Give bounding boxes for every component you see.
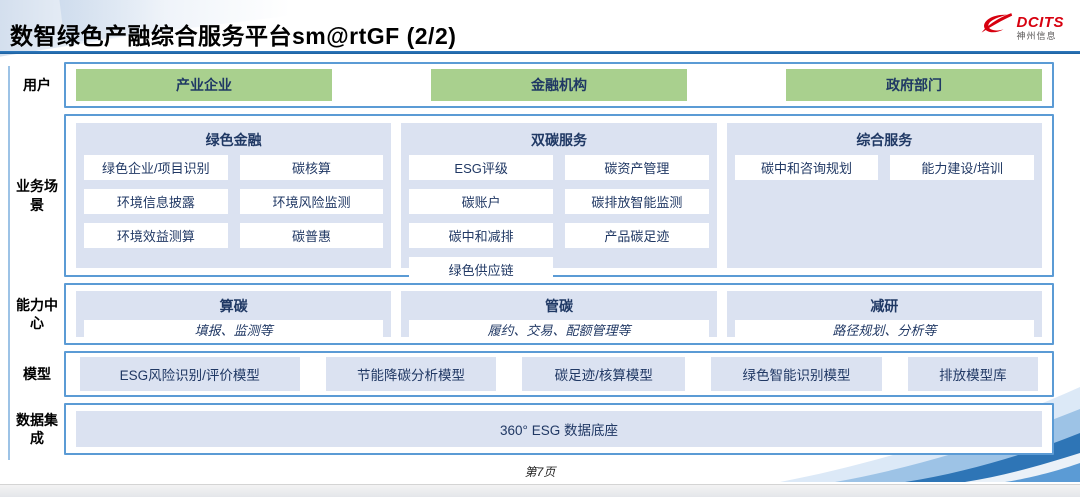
scenarios-row: 业务场景 绿色金融绿色企业/项目识别碳核算环境信息披露环境风险监测环境效益测算碳… [10, 114, 1054, 282]
model-box: 节能降碳分析模型 [325, 357, 497, 391]
scenario-item-grid: 碳中和咨询规划能力建设/培训 [734, 155, 1034, 180]
scenario-item: 碳排放智能监测 [564, 189, 709, 214]
model-box: 排放模型库 [907, 357, 1038, 391]
scenario-item: 碳中和咨询规划 [734, 155, 879, 180]
left-guide-line [8, 66, 10, 460]
scenario-item: 绿色供应链 [409, 257, 553, 282]
scenario-item: 产品碳足迹 [564, 223, 709, 248]
scenarios-row-label: 业务场景 [16, 178, 58, 213]
data-foundation-box: 360° ESG 数据底座 [76, 411, 1042, 447]
model-box: 绿色智能识别模型 [711, 357, 882, 391]
scenario-panel-title: 绿色金融 [205, 132, 262, 148]
users-row: 用户 产业企业 金融机构 政府部门 [10, 62, 1054, 108]
capability-title: 减研 [870, 298, 899, 314]
data-row-label: 数据集成 [16, 411, 58, 446]
model-box: 碳足迹/核算模型 [522, 357, 686, 391]
bottom-right-swoosh-decoration [780, 387, 1080, 487]
users-row-label: 用户 [23, 76, 51, 93]
dcits-swoosh-icon [979, 12, 1013, 43]
user-box: 政府部门 [786, 69, 1042, 101]
capability-description: 路径规划、分析等 [734, 320, 1034, 339]
capabilities-row-label: 能力中心 [16, 296, 58, 331]
title-divider [0, 51, 1080, 54]
capability-title: 管碳 [544, 298, 573, 314]
scenario-panel: 综合服务碳中和咨询规划能力建设/培训 [726, 123, 1042, 268]
scenario-panel-title: 综合服务 [856, 132, 913, 148]
models-row-items: ESG风险识别/评价模型节能降碳分析模型碳足迹/核算模型绿色智能识别模型排放模型… [64, 351, 1054, 397]
scenario-item: 碳中和减排 [409, 223, 553, 248]
capabilities-row-panels: 算碳填报、监测等管碳履约、交易、配额管理等减研路径规划、分析等 [64, 283, 1054, 345]
data-row: 数据集成 360° ESG 数据底座 [10, 403, 1054, 455]
user-box: 产业企业 [76, 69, 332, 101]
scenario-item: 环境效益测算 [84, 223, 228, 248]
models-row: 模型 ESG风险识别/评价模型节能降碳分析模型碳足迹/核算模型绿色智能识别模型排… [10, 351, 1054, 397]
scenario-item: ESG评级 [409, 155, 553, 180]
dcits-logo: DCITS 神州信息 [979, 12, 1065, 43]
logo-subtitle-text: 神州信息 [1016, 30, 1057, 41]
scenario-panel: 双碳服务 ESG评级碳资产管理碳账户碳排放智能监测碳中和减排产品碳足迹绿色供应链 [401, 123, 717, 282]
scenario-panel: 绿色金融绿色企业/项目识别碳核算环境信息披露环境风险监测环境效益测算碳普惠 [76, 123, 392, 268]
scenario-item: 碳核算 [239, 155, 384, 180]
users-row-items: 产业企业 金融机构 政府部门 [64, 62, 1054, 108]
data-row-body: 360° ESG 数据底座 [64, 403, 1054, 455]
capabilities-row: 能力中心 算碳填报、监测等管碳履约、交易、配额管理等减研路径规划、分析等 [10, 283, 1054, 345]
scenario-item: 碳资产管理 [564, 155, 709, 180]
capability-description: 填报、监测等 [84, 320, 384, 339]
logo-brand-text: DCITS [1016, 13, 1064, 31]
model-box: ESG风险识别/评价模型 [80, 357, 300, 391]
scenario-item: 环境风险监测 [239, 189, 384, 214]
scenario-item: 碳账户 [409, 189, 553, 214]
scenario-panel-title: 双碳服务 [530, 132, 587, 148]
capability-panel: 算碳填报、监测等 [76, 291, 392, 339]
models-row-label: 模型 [23, 365, 51, 382]
capability-description: 履约、交易、配额管理等 [409, 320, 709, 339]
user-box: 金融机构 [431, 69, 687, 101]
scenario-item: 碳普惠 [239, 223, 384, 248]
capability-panel: 管碳履约、交易、配额管理等 [401, 291, 717, 339]
scenarios-row-panels: 绿色金融绿色企业/项目识别碳核算环境信息披露环境风险监测环境效益测算碳普惠双碳服… [64, 114, 1054, 282]
scenario-item: 绿色企业/项目识别 [84, 155, 228, 180]
scenario-item-grid: 绿色企业/项目识别碳核算环境信息披露环境风险监测环境效益测算碳普惠 [84, 155, 384, 248]
architecture-diagram: 用户 产业企业 金融机构 政府部门 业务场景 绿色金融绿色企业/项目识别碳核算环境信… [10, 62, 1054, 461]
bottom-bar [0, 484, 1080, 497]
scenario-item: 环境信息披露 [84, 189, 228, 214]
scenario-item: 能力建设/培训 [890, 155, 1034, 180]
page-title: 数智绿色产融综合服务平台sm@rtGF (2/2) [10, 23, 457, 49]
capability-title: 算碳 [219, 298, 248, 314]
page-number: 第7页 [524, 465, 556, 479]
scenario-item-grid: ESG评级碳资产管理碳账户碳排放智能监测碳中和减排产品碳足迹绿色供应链 [409, 155, 709, 282]
capability-panel: 减研路径规划、分析等 [726, 291, 1042, 339]
